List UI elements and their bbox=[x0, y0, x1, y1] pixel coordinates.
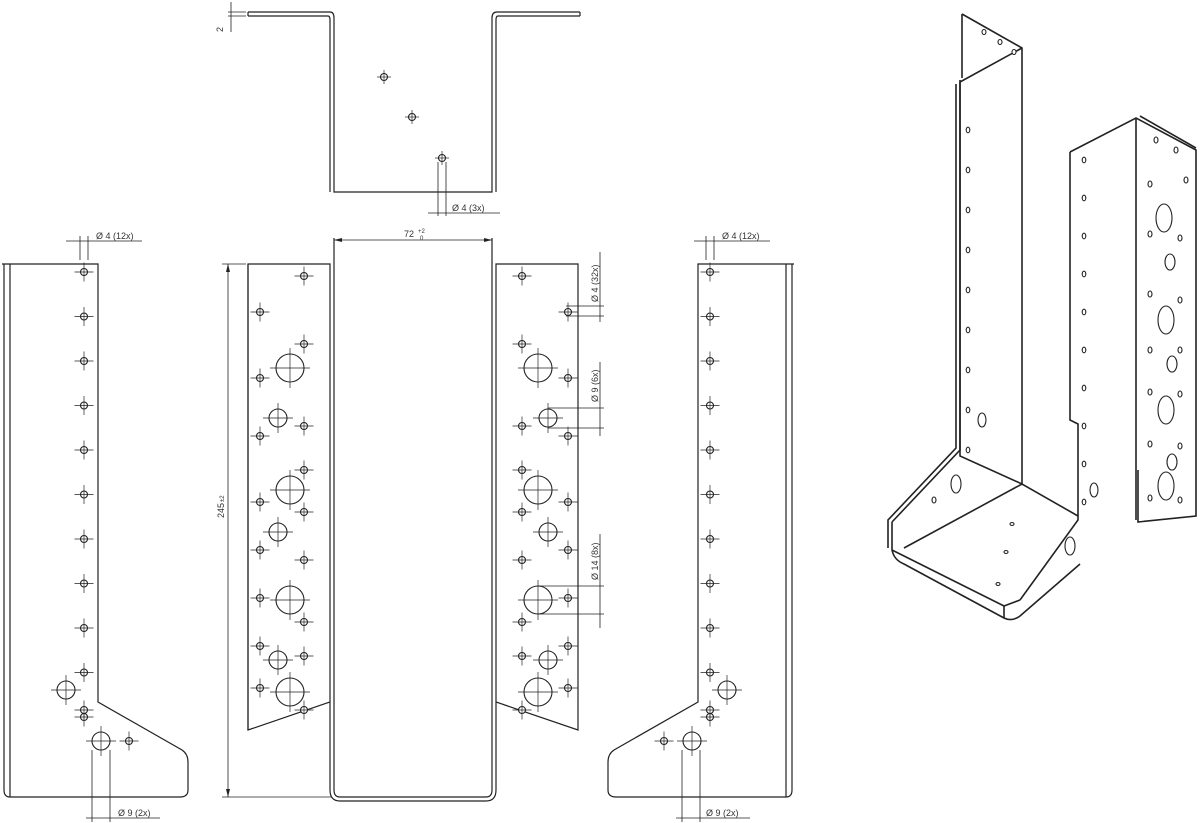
iso-small-hole bbox=[1147, 290, 1153, 298]
iso-small-hole bbox=[1147, 230, 1153, 238]
iso-small-hole bbox=[965, 446, 971, 454]
iso-small-hole bbox=[965, 166, 971, 174]
iso-small-hole bbox=[1081, 422, 1087, 430]
iso-small-hole bbox=[1173, 146, 1179, 154]
right-side-holes bbox=[654, 262, 742, 756]
iso-medium-hole bbox=[977, 412, 987, 428]
iso-small-hole bbox=[1147, 440, 1153, 448]
isometric-holes bbox=[931, 28, 1189, 587]
left-side-holes bbox=[51, 262, 139, 756]
iso-small-hole bbox=[1147, 180, 1153, 188]
top-view: 2 Ø 4 (3x) bbox=[215, 2, 581, 216]
iso-large-hole bbox=[1157, 395, 1175, 425]
top-hole-label: Ø 4 (3x) bbox=[452, 203, 485, 213]
right-side-view: Ø 4 (12x) Ø 9 (2x) bbox=[607, 231, 794, 822]
iso-small-hole bbox=[965, 286, 971, 294]
height-label: 245 bbox=[216, 503, 226, 518]
iso-small-hole bbox=[965, 326, 971, 334]
iso-small-hole bbox=[931, 496, 937, 504]
iso-small-hole bbox=[1147, 388, 1153, 396]
iso-large-hole bbox=[1157, 471, 1175, 501]
iso-small-hole bbox=[1153, 136, 1159, 144]
iso-small-hole bbox=[1081, 346, 1087, 354]
iso-medium-hole bbox=[1166, 355, 1178, 373]
iso-large-hole bbox=[950, 474, 962, 494]
iso-small-hole bbox=[1081, 384, 1087, 392]
width-label: 72 bbox=[404, 229, 414, 239]
height-tol: ±2 bbox=[220, 495, 226, 502]
iso-small-hole bbox=[1147, 494, 1153, 502]
iso-small-hole bbox=[1081, 308, 1087, 316]
iso-small-hole bbox=[995, 581, 1001, 587]
iso-small-hole bbox=[1177, 390, 1183, 398]
iso-small-hole bbox=[965, 366, 971, 374]
iso-small-hole bbox=[965, 246, 971, 254]
iso-large-hole bbox=[1155, 203, 1173, 233]
left-side-view: Ø 4 (12x) Ø 9 (2x) bbox=[2, 231, 189, 822]
medium-holes-label: Ø 9 (6x) bbox=[590, 369, 600, 402]
iso-small-hole bbox=[1183, 176, 1189, 184]
iso-small-hole bbox=[1003, 549, 1009, 555]
right-top-hole-label: Ø 4 (12x) bbox=[722, 231, 760, 241]
front-view: 72 +2 0 245 ±2 Ø 4 (32x) Ø 9 (6x) Ø 14 (… bbox=[216, 229, 604, 802]
iso-small-hole bbox=[981, 28, 987, 36]
iso-large-hole bbox=[1157, 305, 1175, 335]
iso-medium-hole bbox=[1164, 253, 1176, 271]
iso-small-hole bbox=[1081, 156, 1087, 164]
front-right-flange-holes bbox=[512, 266, 578, 720]
small-holes-label: Ø 4 (32x) bbox=[590, 264, 600, 302]
isometric-view bbox=[887, 13, 1197, 621]
iso-small-hole bbox=[1177, 442, 1183, 450]
iso-small-hole bbox=[1177, 496, 1183, 504]
iso-small-hole bbox=[1147, 346, 1153, 354]
iso-small-hole bbox=[965, 406, 971, 414]
iso-small-hole bbox=[1177, 234, 1183, 242]
iso-small-hole bbox=[1081, 460, 1087, 468]
top-view-holes bbox=[377, 70, 449, 165]
right-bottom-hole-label: Ø 9 (2x) bbox=[706, 808, 739, 818]
front-left-flange-holes bbox=[250, 266, 314, 720]
iso-small-hole bbox=[965, 126, 971, 134]
iso-medium-hole bbox=[1089, 482, 1099, 498]
iso-large-hole bbox=[1064, 536, 1076, 556]
thickness-label: 2 bbox=[215, 27, 225, 32]
left-top-hole-label: Ø 4 (12x) bbox=[96, 231, 134, 241]
iso-small-hole bbox=[1081, 194, 1087, 202]
iso-small-hole bbox=[1081, 270, 1087, 278]
iso-small-hole bbox=[1177, 346, 1183, 354]
iso-small-hole bbox=[1081, 498, 1087, 506]
width-tol-lower: 0 bbox=[420, 236, 424, 242]
width-tol-upper: +2 bbox=[418, 229, 426, 235]
iso-small-hole bbox=[1177, 296, 1183, 304]
iso-small-hole bbox=[1011, 48, 1017, 56]
iso-small-hole bbox=[1009, 521, 1015, 527]
left-bottom-hole-label: Ø 9 (2x) bbox=[118, 808, 151, 818]
large-holes-label: Ø 14 (8x) bbox=[590, 542, 600, 580]
iso-small-hole bbox=[965, 206, 971, 214]
iso-small-hole bbox=[997, 38, 1003, 46]
iso-medium-hole bbox=[1166, 453, 1178, 471]
iso-small-hole bbox=[1081, 232, 1087, 240]
